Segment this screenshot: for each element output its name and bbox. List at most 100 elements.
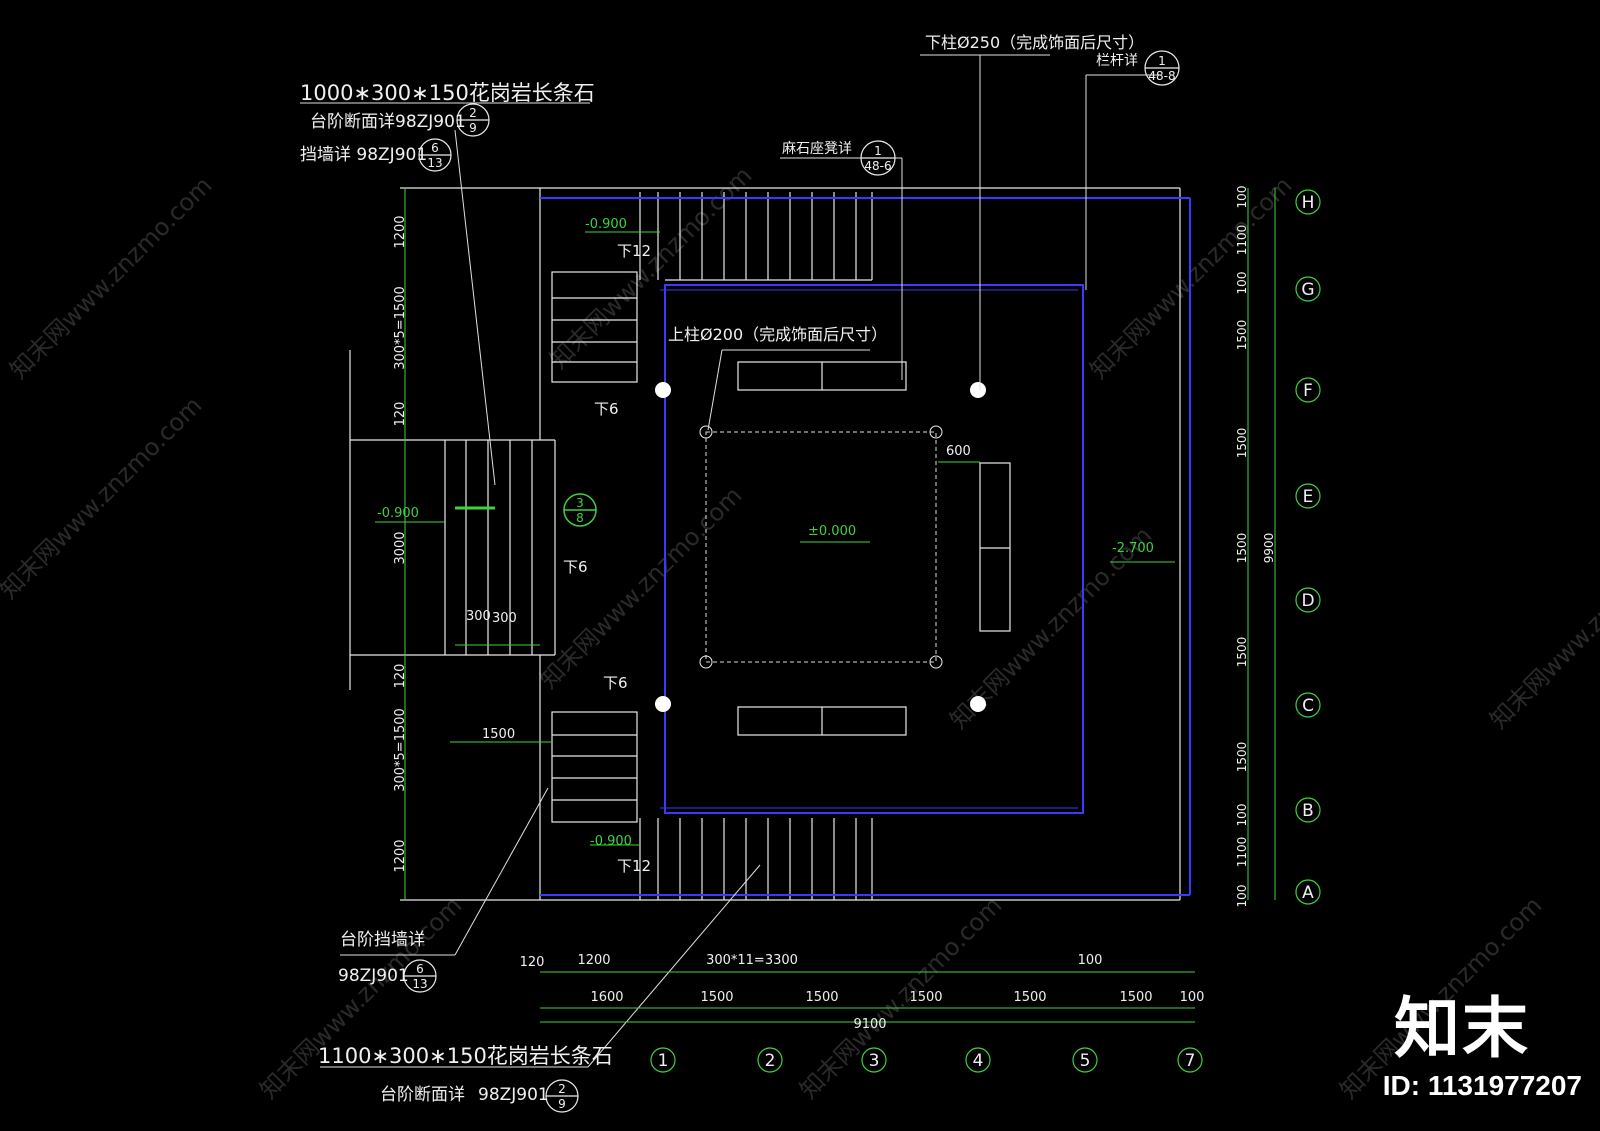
- stair-note-lower-left: 下6: [603, 674, 628, 692]
- dim-right: 1100: [1235, 837, 1249, 868]
- leader-lower-column: 下柱Ø250（完成饰面后尺寸）: [925, 33, 1144, 52]
- dim-inner: 300: [466, 609, 491, 624]
- outline-blue: [540, 197, 1191, 896]
- dim-left: 120: [393, 402, 408, 427]
- dim-left: 1200: [393, 215, 408, 248]
- dim-bottom: 1500: [805, 990, 838, 1005]
- dim-right: 1500: [1235, 320, 1249, 351]
- dim-bottom: 100: [1078, 953, 1103, 968]
- annotations: 1000∗300∗150花岗岩长条石 台阶断面详98ZJ901 挡墙详 98ZJ…: [300, 33, 1144, 1105]
- watermark-layer: 知末网www.znzmo.com 知末网www.znzmo.com 知末网www…: [0, 161, 1600, 1104]
- dim-right: 1500: [1235, 428, 1249, 459]
- dim-inner: 600: [946, 444, 971, 459]
- ref-num: 3: [576, 496, 584, 510]
- leader-step-retaining: 台阶挡墙详: [340, 930, 425, 950]
- col-axis-labels: 1 2 3 4 5 7: [658, 1051, 1196, 1071]
- dim-right: 1500: [1235, 533, 1249, 564]
- ref-den: 13: [427, 156, 442, 170]
- axis-label-3: 3: [869, 1051, 880, 1071]
- elev-center: ±0.000: [808, 524, 856, 539]
- watermark-text: 知末网www.znzmo.com: [1484, 521, 1600, 734]
- axis-label-2: 2: [765, 1051, 776, 1071]
- elev-right: -2.700: [1112, 541, 1154, 556]
- dim-inner: 300: [492, 611, 517, 626]
- dim-left: 300*5=1500: [393, 286, 408, 370]
- axis-label-h: H: [1302, 193, 1315, 213]
- watermark-text: 知末网www.znzmo.com: [254, 891, 467, 1104]
- col-axis-bubbles: [650, 1047, 1203, 1073]
- dim-bottom: 300*11=3300: [706, 953, 798, 968]
- ref-num: 6: [431, 141, 439, 155]
- dim-bottom: 1500: [909, 990, 942, 1005]
- outline-white: [349, 187, 1181, 901]
- elev-bottom-stair: -0.900: [590, 834, 632, 849]
- id-label: ID: 1131977207: [1382, 1070, 1582, 1101]
- axis-label-f: F: [1303, 381, 1313, 401]
- dim-right: 100: [1235, 186, 1249, 209]
- leader-granite-top: 1000∗300∗150花岗岩长条石: [300, 81, 595, 105]
- axis-label-d: D: [1301, 591, 1314, 611]
- leader-step-section-bottom-code: 98ZJ901: [478, 1085, 549, 1105]
- axis-label-c: C: [1302, 696, 1314, 716]
- bottom-dimensions: 120 1200 300*11=3300 100 1600 1500 1500 …: [520, 953, 1205, 1032]
- ref-num: 2: [469, 106, 477, 120]
- leader-step-section-top: 台阶断面详98ZJ901: [310, 112, 466, 132]
- dim-bottom: 1500: [700, 990, 733, 1005]
- ref-den: 48-8: [1148, 69, 1175, 83]
- axis-label-e: E: [1303, 487, 1314, 507]
- leader-lines: [300, 54, 1160, 1068]
- ref-den: 9: [469, 121, 477, 135]
- dim-bottom: 1500: [1119, 990, 1152, 1005]
- row-axis-labels: H G F E D C B A: [1301, 193, 1314, 903]
- leader-step-retaining-code: 98ZJ901: [338, 966, 409, 986]
- stair-note-upper-left: 下6: [594, 400, 619, 418]
- ref-den: 8: [576, 511, 584, 525]
- dim-right: 100: [1235, 272, 1249, 295]
- left-dimensions: 1200 300*5=1500 120 3000 120 300*5=1500 …: [393, 215, 408, 872]
- ref-den: 13: [412, 977, 427, 991]
- ref-den: 9: [558, 1097, 566, 1111]
- dim-left: 3000: [393, 531, 408, 564]
- column-marker: [970, 696, 986, 712]
- dim-right: 100: [1235, 804, 1249, 827]
- dim-left: 120: [393, 664, 408, 689]
- detail-ref-bubbles: [403, 50, 1180, 1113]
- axis-label-5: 5: [1080, 1051, 1091, 1071]
- right-dimensions: 100 1100 100 1500 1500 1500 1500 1500 10…: [1235, 186, 1276, 908]
- dim-right: 1500: [1235, 742, 1249, 773]
- dim-right-total: 9900: [1262, 533, 1276, 564]
- dim-right: 100: [1235, 885, 1249, 908]
- watermark-text: 知末网www.znzmo.com: [0, 391, 207, 604]
- dim-inner: 1500: [482, 727, 515, 742]
- column-marker: [970, 382, 986, 398]
- dim-bottom: 1200: [577, 953, 610, 968]
- ref-den: 48-6: [864, 159, 891, 173]
- leader-granite-bottom: 1100∗300∗150花岗岩长条石: [318, 1044, 613, 1068]
- axis-label-4: 4: [973, 1051, 984, 1071]
- dim-bottom: 1500: [1013, 990, 1046, 1005]
- ref-num: 2: [558, 1082, 566, 1096]
- brand-logo: 知末: [1394, 990, 1530, 1067]
- axis-label-g: G: [1301, 280, 1314, 300]
- dim-left: 1200: [393, 839, 408, 872]
- axis-label-1: 1: [658, 1051, 669, 1071]
- leader-railing: 栏杆详: [1096, 53, 1138, 69]
- dim-left: 300*5=1500: [393, 708, 408, 792]
- elevation-marks: -0.900 -0.900 -0.900 ±0.000 -2.700: [377, 217, 1154, 849]
- ref-num: 1: [874, 144, 882, 158]
- dim-bottom: 1600: [590, 990, 623, 1005]
- dim-right: 1500: [1235, 637, 1249, 668]
- detail-ref-bubble-green: [563, 493, 597, 527]
- axis-label-7: 7: [1185, 1051, 1196, 1071]
- elev-top-stair: -0.900: [585, 217, 627, 232]
- inner-dimensions: 300 300 1500 600: [466, 444, 971, 742]
- axis-label-b: B: [1302, 801, 1314, 821]
- dim-bottom: 100: [1180, 990, 1205, 1005]
- leader-step-section-bottom: 台阶断面详: [380, 1085, 465, 1105]
- leader-upper-column: 上柱Ø200（完成饰面后尺寸）: [668, 325, 887, 344]
- pavilion-core: [655, 382, 986, 712]
- stair-note-top: 下12: [617, 242, 651, 260]
- dim-bottom-total: 9100: [853, 1017, 886, 1032]
